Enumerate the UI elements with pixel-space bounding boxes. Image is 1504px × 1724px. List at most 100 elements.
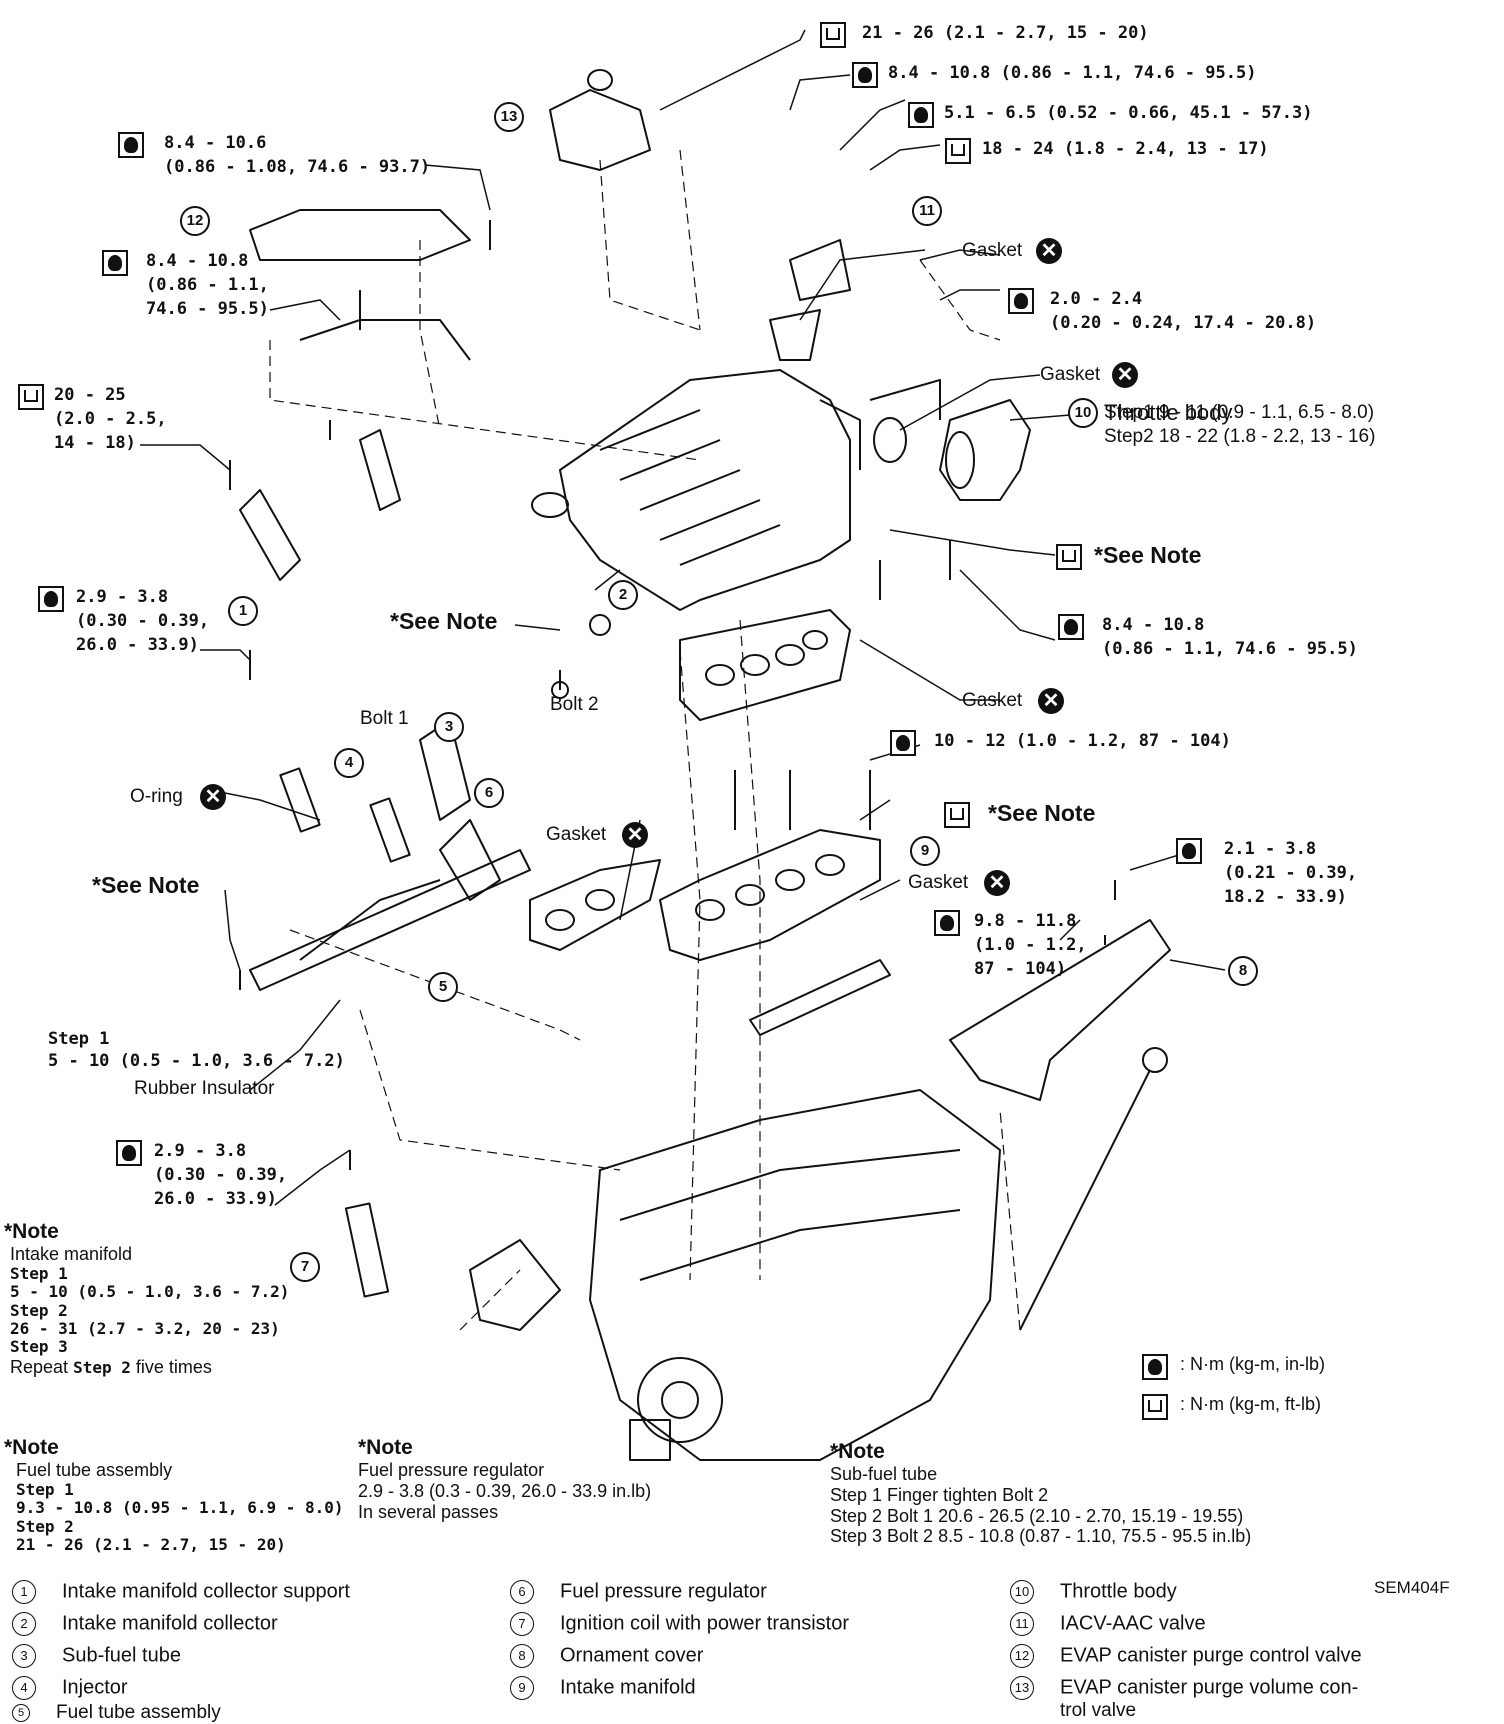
- note-value: 5 - 10 (0.5 - 1.0, 3.6 - 7.2): [10, 1282, 290, 1302]
- collector-gasket: [679, 609, 851, 721]
- legend-label: Intake manifold: [560, 1676, 696, 1699]
- torque-ftlb-icon: [18, 384, 44, 410]
- intake-manifold: [659, 829, 881, 961]
- gasket-label: Gasket: [962, 690, 1023, 711]
- torque-ftlb-icon: [820, 22, 846, 48]
- torque-spec-coil-b: (0.30 - 0.39,: [154, 1165, 288, 1185]
- torque-inlb-icon: [908, 102, 934, 128]
- note-title: Intake manifold: [10, 1244, 133, 1265]
- gasket-label: Gasket: [1040, 364, 1101, 385]
- callout-12: 12: [180, 206, 210, 236]
- torque-inlb-icon: [1058, 614, 1084, 640]
- legend-item: 7 Ignition coil with power transistor: [510, 1612, 849, 1636]
- callout-9: 9: [910, 836, 940, 866]
- note-value: Step 1 Finger tighten Bolt 2: [830, 1484, 1049, 1505]
- callout-3: 3: [434, 712, 464, 742]
- rubber-step: Step 1: [48, 1029, 110, 1049]
- replace-x-icon: ✕: [1036, 238, 1062, 264]
- replace-x-icon: ✕: [1038, 688, 1064, 714]
- replace-x-icon: ✕: [622, 822, 648, 848]
- engine-block: [589, 1089, 1001, 1461]
- torque-inlb-icon: [852, 62, 878, 88]
- torque-inlb-icon: [116, 1140, 142, 1166]
- callout-11: 11: [912, 196, 942, 226]
- legend-number: 3: [12, 1644, 36, 1668]
- legend-number: 12: [1010, 1644, 1034, 1668]
- note-text: Step 2: [73, 1357, 131, 1377]
- rubber-insulator-label: Rubber Insulator: [134, 1078, 275, 1099]
- callout-6: 6: [474, 778, 504, 808]
- note-head: *Note: [358, 1436, 413, 1459]
- torque-spec-hose-b: (0.86 - 1.1,: [146, 275, 269, 295]
- callout-10: 10: [1068, 398, 1098, 428]
- bolt2-label: Bolt 2: [550, 694, 599, 715]
- torque-spec-cover-c: 18.2 - 33.9): [1224, 887, 1347, 907]
- legend-label: Ignition coil with power transistor: [560, 1612, 850, 1635]
- legend-number: 8: [510, 1644, 534, 1668]
- legend-item-continued: trol valve: [1060, 1700, 1137, 1721]
- legend-number: 4: [12, 1676, 36, 1700]
- torque-spec-support-c: 14 - 18): [54, 433, 136, 453]
- torque-spec-bracket-b-a: 8.4 - 10.8: [1102, 615, 1205, 635]
- throttle-body-shape: [939, 399, 1031, 501]
- torque-spec-stud-b: (1.0 - 1.2,: [974, 935, 1087, 955]
- note-value: In several passes: [358, 1501, 499, 1522]
- note-step: Step 1: [16, 1479, 74, 1499]
- note-title: Sub-fuel tube: [830, 1464, 938, 1485]
- legend-number: 10: [1010, 1580, 1034, 1604]
- oring-label: O-ring: [130, 786, 183, 807]
- torque-spec-reg-b: (0.30 - 0.39,: [76, 611, 210, 631]
- torque-ftlb-icon: [1056, 544, 1082, 570]
- purge-volume-valve-shape: [549, 89, 651, 171]
- legend-label: Sub-fuel tube: [62, 1644, 181, 1667]
- unit-key-inlb: : N·m (kg-m, in-lb): [1180, 1354, 1325, 1374]
- legend-item: 3 Sub-fuel tube: [12, 1644, 181, 1668]
- see-note-label: *See Note: [988, 800, 1096, 826]
- torque-ftlb-icon: [1142, 1394, 1168, 1420]
- ornament-cover: [949, 919, 1171, 1101]
- callout-13: 13: [494, 102, 524, 132]
- torque-spec-stud-c: 87 - 104): [974, 959, 1067, 979]
- torque-spec-support-b: (2.0 - 2.5,: [54, 409, 167, 429]
- collector-body: [559, 369, 851, 611]
- note-head: *Note: [4, 1436, 59, 1459]
- unit-key-ftlb: : N·m (kg-m, ft-lb): [1180, 1394, 1321, 1414]
- see-note-label: *See Note: [92, 872, 200, 898]
- callout-4: 4: [334, 748, 364, 778]
- gasket-label: Gasket: [962, 240, 1023, 261]
- torque-spec-bracket-b-b: (0.86 - 1.1, 74.6 - 95.5): [1102, 639, 1358, 659]
- note-value: Step 2 Bolt 1 20.6 - 26.5 (2.10 - 2.70, …: [830, 1505, 1244, 1526]
- legend-number: 6: [510, 1580, 534, 1604]
- note-title: Fuel pressure regulator: [358, 1460, 545, 1481]
- fuel-tube: [249, 849, 531, 991]
- replace-x-icon: ✕: [1112, 362, 1138, 388]
- torque-spec-manifold-stud: 10 - 12 (1.0 - 1.2, 87 - 104): [934, 731, 1231, 751]
- torque-spec-cover-a: 2.1 - 3.8: [1224, 839, 1317, 859]
- note-intake-manifold: *Note Intake manifold Step 1 5 - 10 (0.5…: [4, 1220, 289, 1377]
- torque-inlb-icon: [118, 132, 144, 158]
- torque-ftlb-icon: [944, 802, 970, 828]
- note-value: 9.3 - 10.8 (0.95 - 1.1, 6.9 - 8.0): [16, 1498, 344, 1518]
- torque-ftlb-icon: [945, 138, 971, 164]
- note-repeat: Repeat Step 2 five times: [10, 1357, 289, 1378]
- torque-spec-coil-c: 26.0 - 33.9): [154, 1189, 277, 1209]
- legend-number: 7: [510, 1612, 534, 1636]
- note-sub-fuel-tube: *Note Sub-fuel tube Step 1 Finger tighte…: [830, 1440, 1251, 1547]
- callout-7: 7: [290, 1252, 320, 1282]
- legend-number: 9: [510, 1676, 534, 1700]
- note-title: Fuel tube assembly: [16, 1460, 173, 1481]
- torque-inlb-icon: [38, 586, 64, 612]
- note-step: Step 1: [10, 1263, 68, 1283]
- torque-inlb-icon: [890, 730, 916, 756]
- legend-item: 9 Intake manifold: [510, 1676, 696, 1700]
- replace-x-icon: ✕: [200, 784, 226, 810]
